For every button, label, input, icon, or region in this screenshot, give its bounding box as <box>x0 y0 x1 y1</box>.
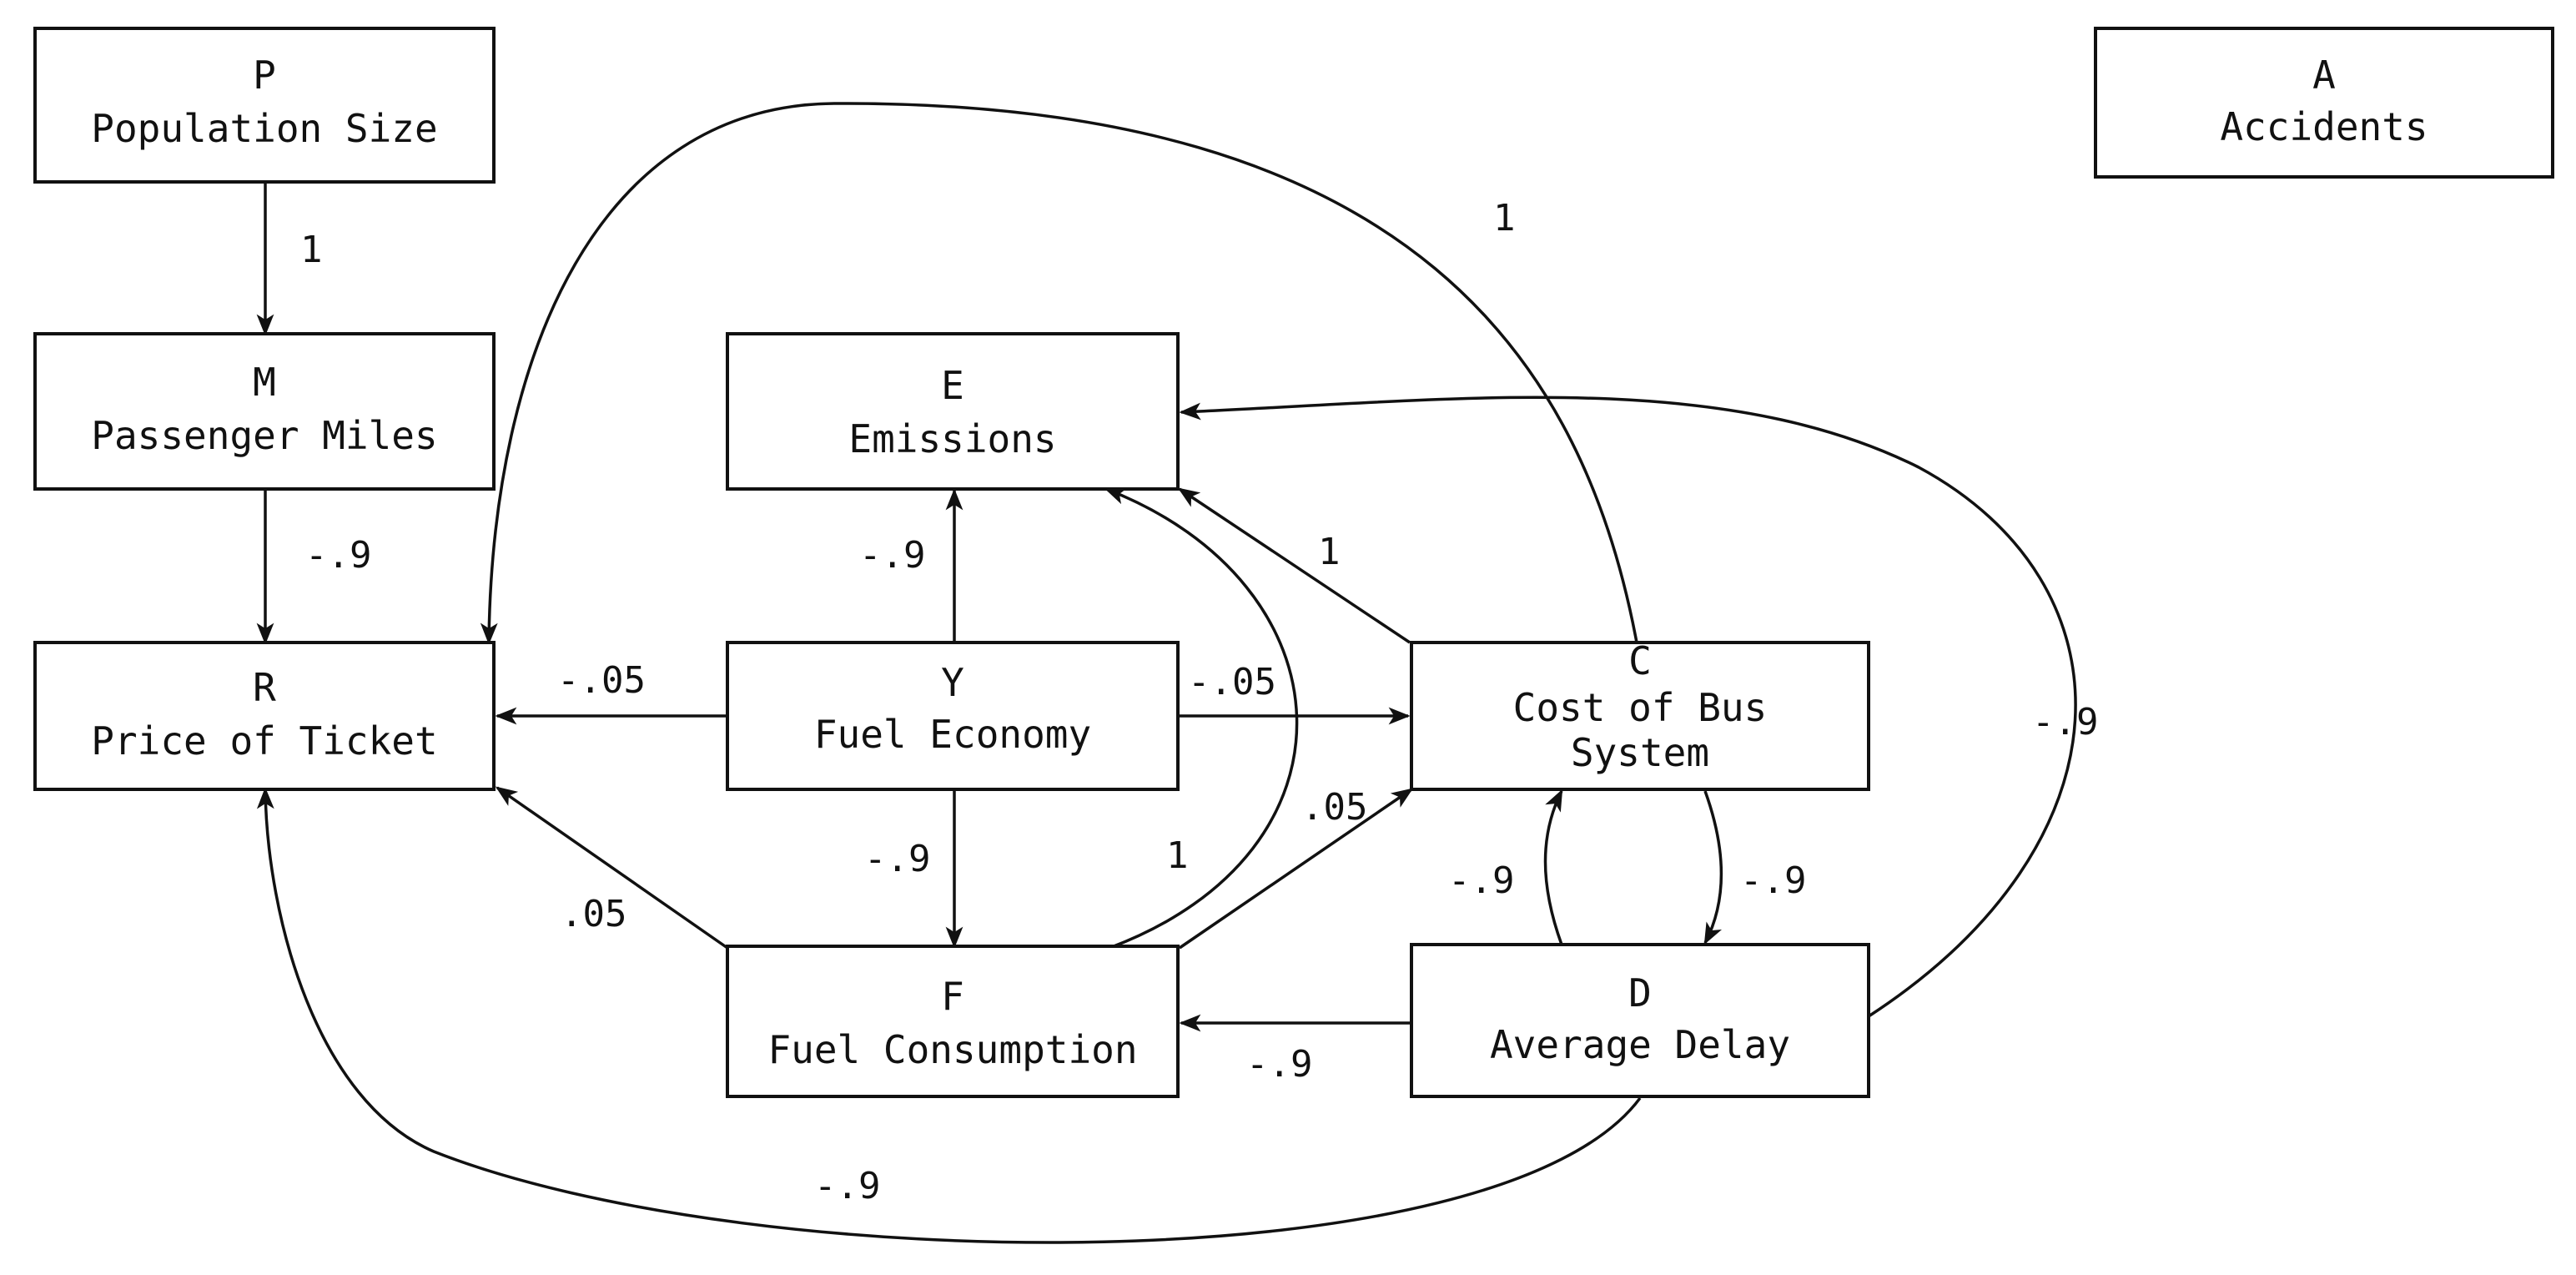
node-accidents: A Accidents <box>2094 27 2554 179</box>
edge-label-f-c: .05 <box>1301 786 1367 829</box>
edge-label-d-f: -.9 <box>1246 1043 1312 1086</box>
edge-c-r <box>480 102 1638 645</box>
node-label: Fuel Consumption <box>767 1027 1137 1072</box>
node-label: Emissions <box>848 416 1056 461</box>
node-letter: Y <box>941 660 964 705</box>
edge-label-c-e: 1 <box>1318 531 1341 573</box>
node-emissions: E Emissions <box>726 332 1180 491</box>
edge-f-c <box>1179 788 1414 950</box>
node-label: Population Size <box>91 106 437 151</box>
node-letter: P <box>253 53 276 98</box>
node-passenger-miles: M Passenger Miles <box>33 332 496 491</box>
node-label: Fuel Economy <box>814 712 1091 757</box>
edge-label-d-e: -.9 <box>2032 701 2098 743</box>
node-label: Passenger Miles <box>91 413 437 458</box>
edge-label-m-r: -.9 <box>305 534 371 577</box>
edge-label-d-r: -.9 <box>814 1165 880 1207</box>
edge-label-f-e: 1 <box>1166 834 1189 877</box>
node-letter: C <box>1628 638 1652 683</box>
node-letter: D <box>1628 970 1652 1015</box>
edge-label-c-r: 1 <box>1493 197 1516 239</box>
node-label: Price of Ticket <box>91 718 437 763</box>
node-letter: M <box>253 360 276 405</box>
edge-f-r <box>495 786 728 950</box>
edge-label-p-m: 1 <box>300 229 323 271</box>
edge-c-d <box>1703 790 1723 945</box>
edge-d-c <box>1543 789 1563 945</box>
edge-label-c-d: -.9 <box>1740 859 1806 902</box>
edge-label-y-f: -.9 <box>864 838 930 880</box>
node-fuel-economy: Y Fuel Economy <box>726 641 1180 791</box>
edge-d-e <box>1179 396 2077 1018</box>
edge-f-e <box>1104 487 1299 950</box>
node-label-line2: System <box>1571 730 1709 775</box>
edge-c-e <box>1177 487 1411 644</box>
node-fuel-consumption: F Fuel Consumption <box>726 945 1180 1098</box>
edge-label-d-c: -.9 <box>1448 859 1514 902</box>
node-average-delay: D Average Delay <box>1410 943 1870 1098</box>
node-letter: R <box>253 665 276 710</box>
node-letter: E <box>941 363 964 408</box>
edge-label-y-e: -.9 <box>859 534 925 577</box>
node-letter: A <box>2312 53 2336 98</box>
node-population-size: P Population Size <box>33 27 496 184</box>
edge-label-y-r: -.05 <box>557 659 646 702</box>
edge-label-f-r: .05 <box>561 893 626 935</box>
node-label-line1: Cost of Bus <box>1513 685 1768 730</box>
node-cost-of-bus-system: C Cost of Bus System <box>1410 638 1870 791</box>
node-letter: F <box>941 974 964 1019</box>
node-price-of-ticket: R Price of Ticket <box>33 641 496 791</box>
edge-d-r <box>256 787 1642 1244</box>
node-label: Average Delay <box>1490 1022 1790 1067</box>
node-label: Accidents <box>2220 104 2428 149</box>
edge-label-y-c: -.05 <box>1188 661 1276 703</box>
